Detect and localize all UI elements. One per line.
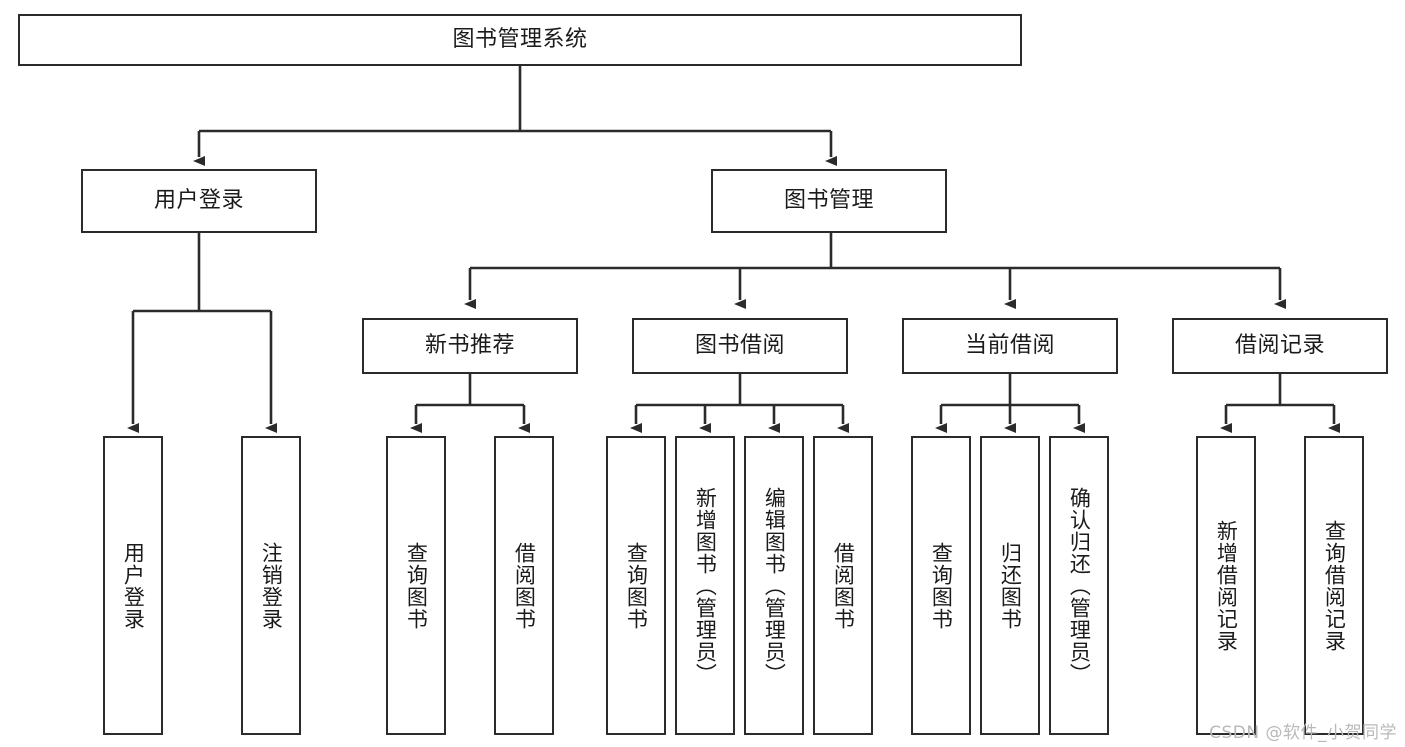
node-label: 确认归还（管理员） — [1067, 486, 1092, 685]
node-label: 注销登录 — [259, 541, 284, 630]
node-label: 新书推荐 — [424, 333, 515, 359]
node-label: 查询图书 — [929, 541, 954, 630]
node-leaf-add-borrow-record[interactable]: 新增借阅记录 — [1196, 436, 1256, 735]
node-book-management[interactable]: 图书管理 — [711, 169, 947, 233]
node-label: 查询借阅记录 — [1322, 519, 1347, 652]
node-current-borrow[interactable]: 当前借阅 — [902, 318, 1118, 374]
node-leaf-query-book[interactable]: 查询图书 — [606, 436, 666, 735]
node-user-login[interactable]: 用户登录 — [81, 169, 317, 233]
node-leaf-query-borrow-record[interactable]: 查询借阅记录 — [1304, 436, 1364, 735]
node-label: 借阅图书 — [512, 541, 537, 630]
node-leaf-borrow-book-recommend[interactable]: 借阅图书 — [494, 436, 554, 735]
node-leaf-logout[interactable]: 注销登录 — [241, 436, 301, 735]
node-book-borrow[interactable]: 图书借阅 — [632, 318, 848, 374]
node-label: 借阅图书 — [831, 541, 856, 630]
node-borrow-record[interactable]: 借阅记录 — [1172, 318, 1388, 374]
node-root-book-management-system[interactable]: 图书管理系统 — [18, 14, 1022, 66]
node-label: 用户登录 — [121, 541, 146, 630]
node-label: 查询图书 — [404, 541, 429, 630]
node-label: 查询图书 — [624, 541, 649, 630]
node-new-book-recommend[interactable]: 新书推荐 — [362, 318, 578, 374]
node-label: 新增借阅记录 — [1214, 519, 1239, 652]
node-leaf-edit-book-admin[interactable]: 编辑图书（管理员） — [744, 436, 804, 735]
node-leaf-return-book[interactable]: 归还图书 — [980, 436, 1040, 735]
node-leaf-query-book-recommend[interactable]: 查询图书 — [386, 436, 446, 735]
node-label: 编辑图书（管理员） — [762, 486, 787, 685]
node-leaf-add-book-admin[interactable]: 新增图书（管理员） — [675, 436, 735, 735]
node-leaf-query-book-current[interactable]: 查询图书 — [911, 436, 971, 735]
node-label: 图书管理系统 — [452, 27, 588, 53]
node-label: 用户登录 — [153, 188, 244, 214]
node-leaf-user-login[interactable]: 用户登录 — [103, 436, 163, 735]
node-label: 新增图书（管理员） — [693, 486, 718, 685]
node-leaf-confirm-return-admin[interactable]: 确认归还（管理员） — [1049, 436, 1109, 735]
node-label: 借阅记录 — [1234, 333, 1325, 359]
node-label: 归还图书 — [998, 541, 1023, 630]
node-leaf-borrow-book[interactable]: 借阅图书 — [813, 436, 873, 735]
node-label: 图书管理 — [783, 188, 874, 214]
node-label: 图书借阅 — [694, 333, 785, 359]
node-label: 当前借阅 — [964, 333, 1055, 359]
